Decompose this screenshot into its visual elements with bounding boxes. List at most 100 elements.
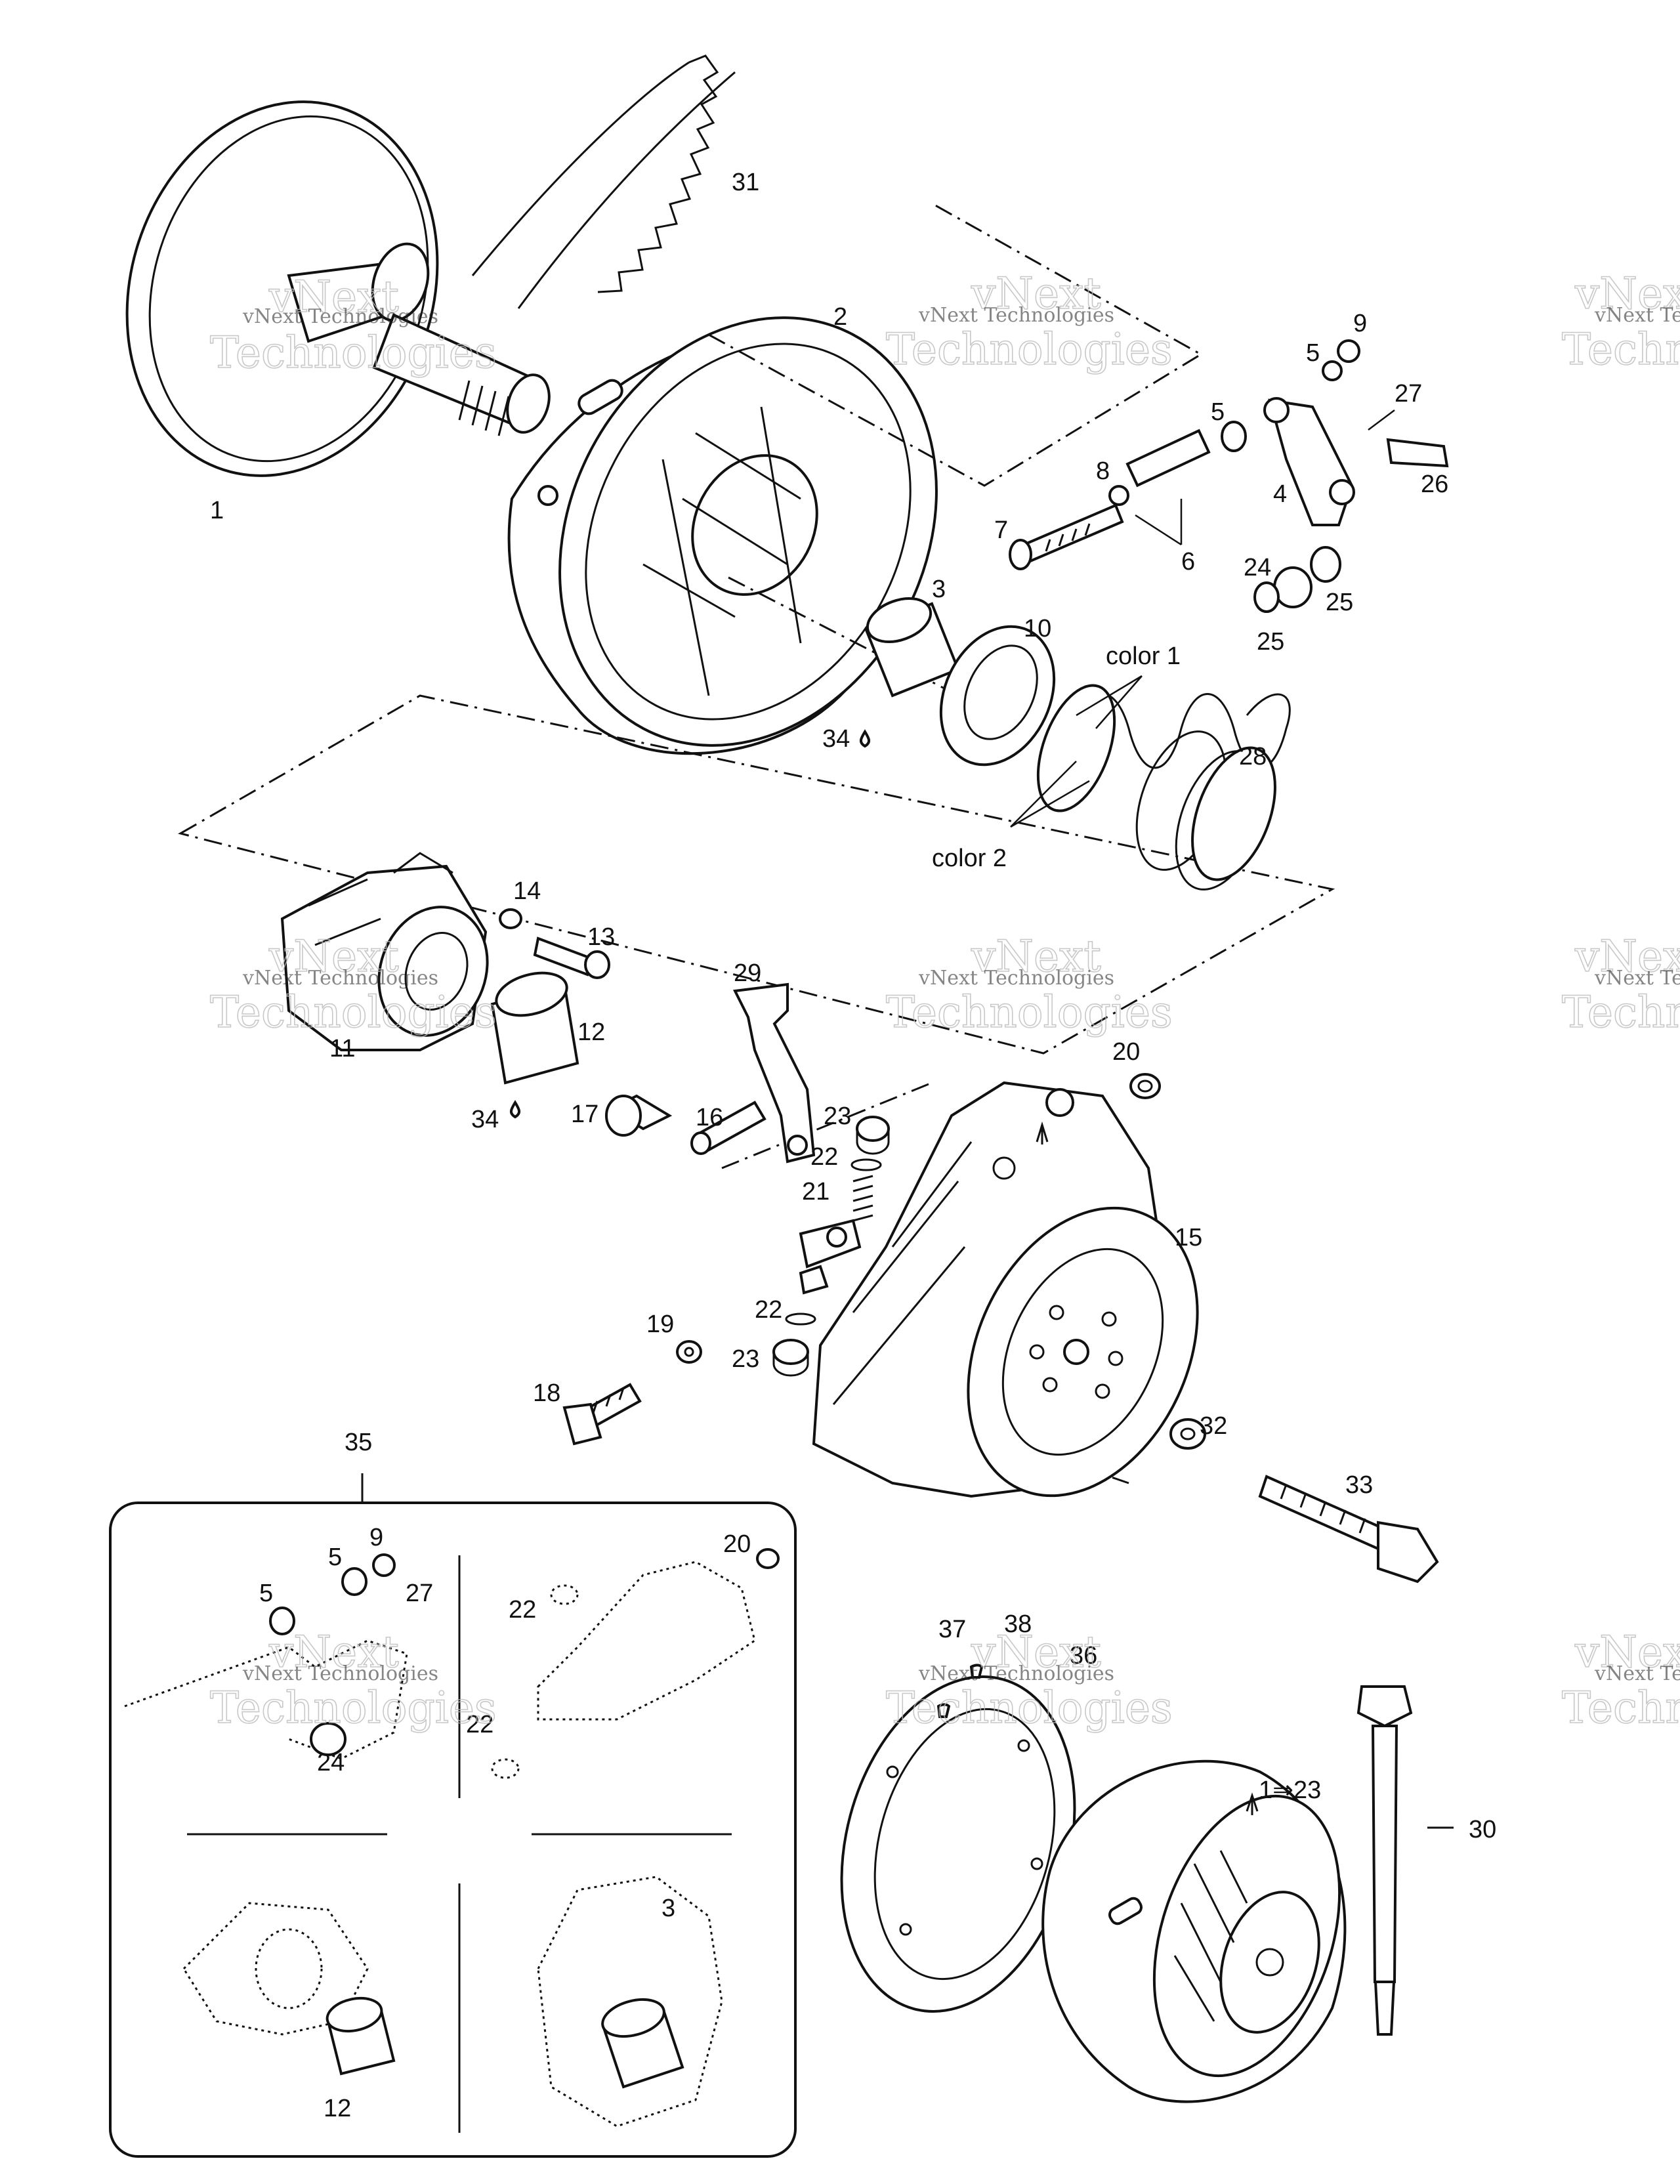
watermark-text: vNext Technologies (918, 1662, 1114, 1685)
label-part-12-kit: 12 (324, 2095, 351, 2122)
label-part-31: 31 (732, 169, 759, 196)
watermark-text: vNext Technologies (1594, 1662, 1680, 1685)
kit-box (109, 1473, 797, 2158)
label-part-10: 10 (1024, 615, 1051, 642)
label-part-33: 33 (1345, 1471, 1373, 1499)
label-part-25: 25 (1326, 589, 1353, 616)
watermark-logo: vNext (971, 931, 1101, 982)
watermark-logo: Technologies (886, 987, 1173, 1038)
label-part-1: 1 (210, 497, 224, 524)
watermark-text: vNext Technologies (918, 304, 1114, 327)
watermark-logo: Technologies (886, 1683, 1173, 1733)
label-part-6: 6 (1181, 548, 1195, 576)
watermark-logo: vNext (268, 272, 399, 322)
arm-assembly (1009, 339, 1449, 613)
label-part-32: 32 (1200, 1412, 1227, 1440)
watermark-logo: vNext (1574, 931, 1680, 982)
spring-group (860, 597, 1291, 891)
label-part-9: 9 (1353, 310, 1367, 337)
fasteners (562, 1073, 1439, 1584)
drive-belt (471, 54, 736, 309)
long-bolt (1356, 1685, 1454, 2036)
label-part-16: 16 (696, 1104, 723, 1131)
label-color-2: color 2 (932, 845, 1007, 872)
assembled-clutch (840, 1664, 1347, 2103)
label-part-37: 37 (938, 1616, 966, 1643)
label-range: 1⇒23 (1259, 1776, 1321, 1804)
label-part-23: 23 (732, 1345, 759, 1373)
watermark-logo: vNext (268, 931, 399, 982)
watermark-logo: vNext (1574, 1627, 1680, 1677)
label-part-27: 27 (1395, 380, 1422, 408)
label-part-9-kit: 9 (369, 1524, 383, 1551)
watermark-logo: vNext (268, 1627, 399, 1677)
label-part-35: 35 (345, 1429, 372, 1456)
label-part-24-kit: 24 (317, 1749, 345, 1776)
label-part-22: 22 (810, 1143, 838, 1171)
roller-parts (772, 1116, 890, 1377)
watermark-logo: vNext (971, 1627, 1101, 1677)
watermark-text: vNext Technologies (242, 967, 438, 990)
label-part-25: 25 (1257, 628, 1284, 656)
label-part-17: 17 (571, 1101, 598, 1128)
watermark-text: vNext Technologies (1594, 967, 1680, 990)
label-part-4: 4 (1273, 480, 1287, 508)
label-part-22: 22 (755, 1296, 782, 1324)
watermark-logo: vNext (1574, 268, 1680, 319)
watermark-logo: Technologies (1562, 987, 1680, 1038)
watermark-text: vNext Technologies (242, 305, 438, 328)
label-part-15: 15 (1175, 1224, 1202, 1251)
label-part-34: 34 (471, 1106, 499, 1133)
watermark-logo: Technologies (886, 324, 1173, 375)
label-part-14: 14 (513, 877, 541, 905)
label-part-29: 29 (734, 959, 761, 987)
label-part-26: 26 (1421, 471, 1448, 498)
watermark-logo: vNext (971, 268, 1101, 319)
assembly-outline-upper (708, 202, 1203, 487)
label-part-3: 3 (932, 576, 946, 603)
label-part-3-kit: 3 (662, 1895, 675, 1922)
cam-assembly (280, 852, 610, 1119)
label-part-34: 34 (822, 725, 850, 753)
label-part-20: 20 (1112, 1038, 1140, 1066)
label-part-5: 5 (1306, 339, 1320, 367)
watermark-text: vNext Technologies (918, 967, 1114, 990)
label-part-24: 24 (1244, 554, 1271, 581)
watermark-text: vNext Technologies (242, 1662, 438, 1685)
label-part-18: 18 (533, 1379, 560, 1407)
movable-sheave (507, 316, 938, 755)
label-part-20-kit: 20 (723, 1530, 751, 1558)
label-part-22-kit: 22 (466, 1711, 494, 1738)
label-part-5-kit: 5 (328, 1544, 342, 1571)
watermark-logo: Technologies (1562, 324, 1680, 375)
part-labels: 1 2 3 3 4 5 5 5 5 6 7 8 9 9 10 11 12 12 … (210, 169, 1496, 2122)
watermark-logo: Technologies (210, 1683, 497, 1733)
label-part-23: 23 (824, 1102, 851, 1130)
roller-arm (605, 982, 816, 1164)
label-part-8: 8 (1096, 457, 1110, 485)
watermark-group: vNext Technologies vNext Technologies vN… (209, 268, 1680, 1734)
label-part-5: 5 (1211, 398, 1225, 426)
label-part-27-kit: 27 (406, 1580, 433, 1607)
label-part-21: 21 (802, 1178, 830, 1206)
fixed-sheave (125, 100, 551, 477)
governor-cup (799, 1081, 1199, 1498)
label-part-28: 28 (1239, 743, 1267, 770)
label-part-13: 13 (587, 923, 615, 951)
watermark-text: vNext Technologies (1594, 304, 1680, 327)
label-part-22-kit: 22 (509, 1596, 536, 1624)
label-part-19: 19 (646, 1311, 674, 1338)
label-part-36: 36 (1070, 1642, 1097, 1670)
label-part-30: 30 (1469, 1816, 1496, 1843)
label-part-7: 7 (994, 516, 1008, 544)
label-part-38: 38 (1004, 1610, 1032, 1638)
label-color-1: color 1 (1106, 642, 1181, 670)
label-part-2: 2 (833, 303, 847, 331)
label-part-11: 11 (329, 1035, 355, 1062)
watermark-logo: Technologies (210, 987, 497, 1038)
watermark-logo: Technologies (210, 327, 497, 378)
assembly-outline-middle (178, 694, 1335, 1055)
label-part-5-kit: 5 (259, 1580, 273, 1607)
label-part-12: 12 (578, 1018, 605, 1046)
